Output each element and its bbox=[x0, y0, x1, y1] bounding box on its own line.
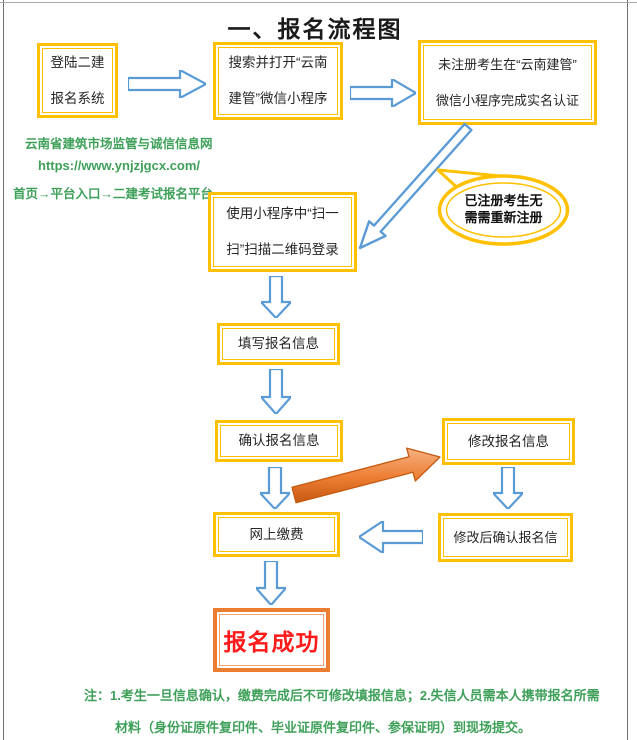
flow-box-confirm: 确认报名信息 bbox=[215, 420, 343, 462]
note-line-2: 材料（身份证原件复印件、毕业证原件复印件、参保证明）到现场提交。 bbox=[115, 720, 532, 735]
flow-box-fill-label: 填写报名信息 bbox=[238, 336, 319, 351]
arrow-down-icon bbox=[260, 467, 290, 509]
flow-box-fill: 填写报名信息 bbox=[217, 323, 340, 365]
arrow-down-icon bbox=[261, 369, 291, 414]
flow-box-login: 登陆二建 报名系统 bbox=[37, 43, 118, 118]
registered-callout-bubble bbox=[432, 166, 580, 254]
arrow-diagonal-down-left-icon bbox=[350, 118, 475, 256]
flow-box-login-line2: 报名系统 bbox=[50, 90, 105, 106]
arrow-right-icon bbox=[128, 70, 206, 98]
callout-line2: 需需重新注册 bbox=[464, 210, 543, 225]
flow-box-scan-line1: 使用小程序中“扫一 bbox=[226, 206, 339, 221]
flow-box-scan: 使用小程序中“扫一 扫”扫描二维码登录 bbox=[208, 192, 357, 272]
arrow-down-icon bbox=[256, 561, 286, 605]
flow-box-pay-label: 网上缴费 bbox=[249, 526, 304, 542]
arrow-down-icon bbox=[493, 467, 523, 509]
page-border-right bbox=[627, 0, 628, 740]
site-info-url: https://www.ynjzjgcx.com/ bbox=[38, 158, 201, 173]
registered-callout-text: 已注册考生无 需需重新注册 bbox=[443, 192, 564, 226]
arrow-left-icon bbox=[359, 521, 423, 553]
site-info-path: 首页→平台入口→二建考试报名平台 bbox=[13, 187, 214, 201]
flow-box-search-line2: 建管”微信小程序 bbox=[228, 91, 328, 106]
flow-box-modify: 修改报名信息 bbox=[442, 418, 575, 465]
flow-box-reconfirm: 修改后确认报名信 bbox=[438, 513, 573, 562]
flow-box-success: 报名成功 bbox=[213, 608, 330, 672]
flow-box-modify-label: 修改报名信息 bbox=[468, 433, 549, 449]
page-border-top bbox=[0, 2, 637, 3]
note-line-1: 注：1.考生一旦信息确认，缴费完成后不可修改填报信息；2.失信人员需本人携带报名… bbox=[84, 688, 600, 703]
flow-box-register-line1: 未注册考生在“云南建管” bbox=[438, 56, 577, 72]
flow-box-scan-line2: 扫”扫描二维码登录 bbox=[226, 242, 339, 257]
flow-box-confirm-label: 确认报名信息 bbox=[238, 433, 320, 448]
flow-box-register-line2: 微信小程序完成实名认证 bbox=[435, 92, 579, 108]
flow-box-pay: 网上缴费 bbox=[213, 512, 340, 557]
arrow-right-icon bbox=[350, 79, 416, 107]
page-title: 一、报名流程图 bbox=[227, 16, 403, 42]
site-info-name: 云南省建筑市场监管与诚信信息网 bbox=[25, 137, 213, 151]
flow-box-success-label: 报名成功 bbox=[223, 629, 320, 655]
arrow-orange-up-right-icon bbox=[288, 443, 448, 513]
flow-box-reconfirm-label: 修改后确认报名信 bbox=[453, 529, 558, 545]
flow-box-search-line1: 搜索并打开“云南 bbox=[228, 55, 328, 70]
flow-box-login-line1: 登陆二建 bbox=[50, 54, 105, 70]
flow-box-search: 搜索并打开“云南 建管”微信小程序 bbox=[213, 42, 343, 120]
arrow-down-icon bbox=[261, 276, 291, 318]
flow-box-register: 未注册考生在“云南建管” 微信小程序完成实名认证 bbox=[418, 40, 597, 125]
page-border-left bbox=[3, 0, 4, 740]
callout-line1: 已注册考生无 bbox=[464, 193, 543, 208]
